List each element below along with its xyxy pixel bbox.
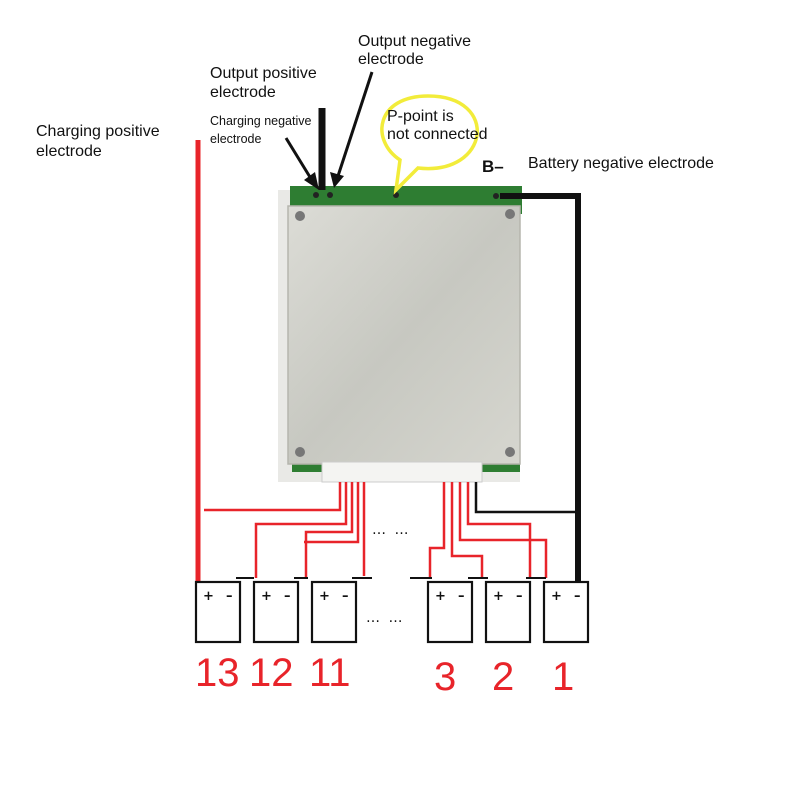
cells-ellipsis: … … [366,610,404,626]
cell-3-body [426,580,474,644]
output-negative-arrow [336,71,374,177]
cell-11-plus: + [319,589,330,604]
balance-wire-b11b [304,482,360,544]
cell-12: + – 12 [249,577,308,695]
cell-2-minus: – [516,589,523,604]
output-negative-arrowhead [330,172,344,188]
cell-13-minus: – [226,589,233,604]
speech-bubble-outline [380,94,479,195]
pad-charging-negative [327,192,333,198]
cell-3-minus: – [458,589,465,604]
battery-cells: + – 13 + – 12 + – 11 … … + – 3 [194,577,590,699]
cell-13-number: 13 [195,651,240,695]
cell-13-body [194,580,242,644]
cell-1-number: 1 [552,655,574,699]
cell-11-minus: – [342,589,349,604]
label-charging-negative: Charging negative electrode [210,114,315,146]
balance-wire-b1b [466,482,532,578]
screw-top-left [295,211,305,221]
balance-wires-right [428,482,578,578]
cell-12-body [252,580,300,644]
cell-2-plus: + [493,589,504,604]
cell-11: + – 11 [309,577,372,695]
callouts [284,71,479,195]
cell-12-number: 12 [249,651,294,695]
label-b-minus: B– [482,157,504,176]
cell-1: + – 1 [526,577,590,699]
screw-bottom-right [505,447,515,457]
label-output-positive: Output positive electrode [210,65,321,101]
balance-wire-b11a [304,482,354,578]
cell-13: + – 13 [194,577,254,695]
cell-1-minus: – [574,589,581,604]
screw-bottom-left [295,447,305,457]
label-output-negative: Output negative electrode [358,33,475,68]
main-wires [195,108,581,584]
charging-negative-arrow [284,137,315,183]
balance-wire-b2 [450,482,484,578]
p-point-speech-bubble [380,94,479,195]
screw-top-right [505,209,515,219]
cell-3: + – 3 [410,577,474,699]
cell-12-minus: – [284,589,291,604]
label-p-point: P-point is not connected [387,108,488,143]
balance-connector [321,461,483,483]
bms-board [278,186,522,483]
cell-1-body [542,580,590,644]
cell-11-body [310,580,358,644]
pad-output-positive [313,192,319,198]
pad-b-minus [493,193,499,199]
cell-12-plus: + [261,589,272,604]
cell-2-body [484,580,532,644]
cell-1-plus: + [551,589,562,604]
label-charging-positive: Charging positive electrode [36,123,164,160]
label-battery-negative: Battery negative electrode [528,155,714,172]
battery-negative-wire [500,193,581,584]
aluminum-heatsink-plate [287,205,521,465]
cell-13-plus: + [203,589,214,604]
charging-negative-arrowhead [304,172,319,190]
balance-wire-b12 [254,482,348,578]
cell-3-number: 3 [434,655,456,699]
labels: Charging positive electrode Output posit… [36,33,714,176]
balance-wires-left [204,482,366,578]
balance-wire-b3 [428,482,446,578]
balance-wire-b1 [458,482,548,578]
cell-2-number: 2 [492,655,514,699]
cell-3-plus: + [435,589,446,604]
cell-11-number: 11 [309,651,351,695]
cell-2: + – 2 [468,577,532,699]
wires-ellipsis: … … [372,522,410,538]
balance-wire-b0 [474,482,578,514]
balance-wire-b13 [204,482,342,512]
